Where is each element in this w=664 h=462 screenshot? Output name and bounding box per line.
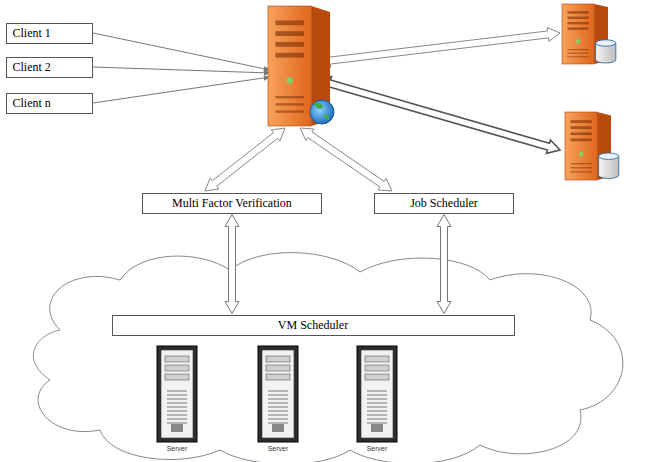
server-icon xyxy=(565,112,619,180)
double-arrow xyxy=(437,215,451,314)
node-label: Client 2 xyxy=(13,60,51,75)
process-box: Job Scheduler xyxy=(374,193,514,214)
globe-icon xyxy=(310,100,334,124)
hollow-arrow xyxy=(318,77,560,154)
client-arrow xyxy=(93,77,270,103)
hollow-arrow xyxy=(205,128,285,191)
scheduler-band: VM Scheduler xyxy=(112,315,515,336)
client-box: Client 2 xyxy=(6,57,93,78)
node-label: Multi Factor Verification xyxy=(172,196,292,211)
server-icon xyxy=(268,6,330,126)
node-label: Job Scheduler xyxy=(410,196,478,211)
globe-land xyxy=(314,103,329,120)
server-tower xyxy=(357,346,397,442)
server-caption: Server xyxy=(367,445,388,452)
server-icon xyxy=(562,4,616,64)
node-label: Client n xyxy=(13,96,51,111)
server-caption: Server xyxy=(167,445,188,452)
server-tower xyxy=(258,346,298,442)
client-arrow xyxy=(93,33,270,70)
server-tower xyxy=(157,346,197,442)
client-box: Client 1 xyxy=(6,23,93,44)
client-arrow xyxy=(93,67,270,73)
process-box: Multi Factor Verification xyxy=(142,193,322,214)
node-label: VM Scheduler xyxy=(278,318,348,333)
server-caption: Server xyxy=(268,445,289,452)
client-box: Client n xyxy=(6,93,93,114)
hollow-arrow xyxy=(300,128,392,191)
node-label: Client 1 xyxy=(13,26,51,41)
hollow-arrow xyxy=(318,27,560,67)
cloud xyxy=(33,253,623,462)
double-arrow xyxy=(225,215,239,314)
